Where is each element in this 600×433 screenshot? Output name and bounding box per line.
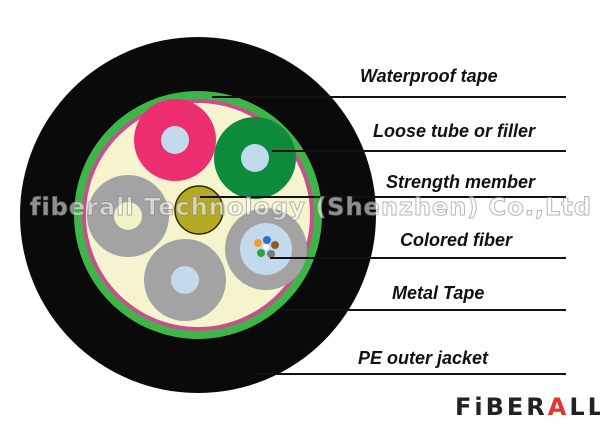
label-pe-outer-jacket: PE outer jacket <box>358 348 489 368</box>
filler-grey-left-center <box>114 202 142 230</box>
label-colored-fiber: Colored fiber <box>400 230 513 250</box>
watermark-text: fiberall Technology (Shenzhen) Co.,Ltd <box>30 193 592 222</box>
label-strength-member: Strength member <box>386 172 536 192</box>
brand-logo-suffix: LL <box>569 393 600 421</box>
brand-logo-accent: A <box>547 393 570 421</box>
label-waterproof-tape: Waterproof tape <box>360 66 498 86</box>
label-metal-tape: Metal Tape <box>392 283 485 303</box>
filler-grey-bottom-center <box>171 266 199 294</box>
fiber-grey <box>267 250 275 258</box>
fiber-brown <box>271 241 279 249</box>
fiber-orange <box>254 239 262 247</box>
fiber-blue <box>263 236 271 244</box>
leader-lines <box>200 96 566 375</box>
fiber-green <box>257 249 265 257</box>
brand-logo: FiBERALL <box>455 393 600 421</box>
loose-tube-red-fiber <box>161 126 189 154</box>
loose-tube-green-fiber <box>241 144 269 172</box>
brand-logo-prefix: FiBER <box>455 393 548 421</box>
label-loose-tube: Loose tube or filler <box>373 121 536 141</box>
fiber-white <box>263 244 269 250</box>
